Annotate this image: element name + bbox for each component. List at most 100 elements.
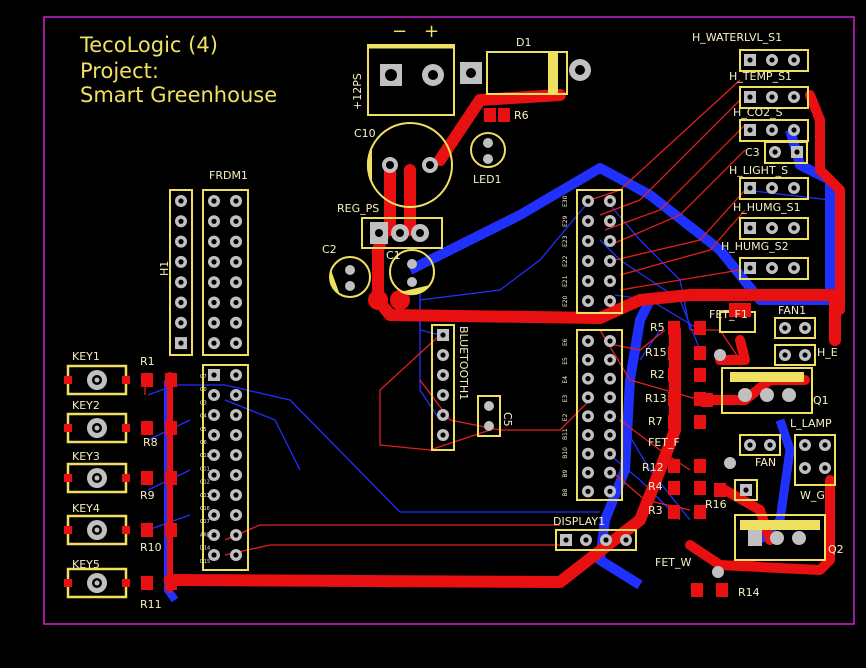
- key-resistor: [165, 421, 177, 435]
- key-pad: [64, 474, 72, 482]
- label-fan1: FAN1: [778, 304, 807, 317]
- fet-resistor-pad: [668, 368, 680, 382]
- label-q2: Q2: [828, 543, 844, 556]
- key-pad: [122, 376, 130, 384]
- frdm-pin-label: C11: [200, 466, 210, 472]
- b-pin-label: B9: [562, 469, 569, 477]
- label-r10: R10: [140, 541, 162, 554]
- fet-resistor-pad: [668, 321, 680, 335]
- label-h-temp-s1: H_TEMP_S1: [729, 70, 793, 83]
- label-r6: R6: [514, 109, 529, 122]
- silkscreen-outline: [202, 189, 249, 356]
- fet-resistor-pad: [694, 415, 706, 429]
- key-pad: [122, 579, 130, 587]
- capacitor-c5: [477, 395, 501, 437]
- fet-resistor-pad: [668, 392, 680, 406]
- frdm-pin-label: C3: [200, 400, 207, 406]
- e-pin-label: E29: [562, 215, 569, 227]
- key-pad: [64, 424, 72, 432]
- fet-resistor-pad: [668, 481, 680, 495]
- key-switches: [64, 364, 177, 599]
- key-resistor: [165, 523, 177, 537]
- key-resistor: [141, 576, 153, 590]
- frdm-pin-label: C7: [200, 374, 207, 380]
- label-c5: C5: [501, 412, 514, 427]
- e-pin-label: E22: [562, 255, 569, 267]
- b-pin-label: E5: [562, 357, 569, 365]
- e-pin-label: E20: [562, 295, 569, 307]
- label-fan: FAN: [755, 456, 777, 469]
- b-pin-label: B10: [562, 447, 569, 459]
- label-12ps: +12PS: [351, 73, 364, 110]
- key-pad: [122, 526, 130, 534]
- bluetooth1-header: [431, 324, 455, 451]
- resistor-r6: [484, 108, 510, 122]
- key-pad: [64, 579, 72, 587]
- label-w-g: W_G: [800, 489, 825, 502]
- e-pin-label: E21: [562, 275, 569, 287]
- key-resistor: [141, 471, 153, 485]
- label-r1: R1: [140, 355, 155, 368]
- fet-resistor-pad: [668, 415, 680, 429]
- label-r7: R7: [648, 415, 663, 428]
- capacitor-c2: [329, 256, 371, 298]
- label-h-humg-s2: H_HUMG_S2: [721, 240, 789, 253]
- label-r8: R8: [143, 436, 158, 449]
- label-r13: R13: [645, 392, 667, 405]
- label-fet-f1: FET_F1: [709, 308, 748, 321]
- capacitor-c1: [389, 249, 435, 296]
- fet-resistor-pad: [668, 346, 680, 360]
- silkscreen-outline: [739, 257, 809, 280]
- frdm-pin-label: D15: [200, 559, 210, 565]
- label-h-e: H_E: [817, 346, 838, 359]
- power-pads: [368, 290, 410, 310]
- label-r3: R3: [648, 504, 663, 517]
- b-pin-label: E2: [562, 413, 569, 421]
- fet-resistor-pad: [714, 483, 726, 497]
- silkscreen-outline: [576, 329, 623, 501]
- silkscreen-outline: [739, 177, 809, 200]
- label-r15: R15: [645, 346, 667, 359]
- key-resistor: [141, 523, 153, 537]
- frdm-pin-label: C16: [200, 506, 210, 512]
- fet-resistor-pad: [694, 481, 706, 495]
- label-r11: R11: [140, 598, 162, 611]
- label-d1: D1: [516, 36, 532, 49]
- display1-header: [555, 529, 637, 551]
- frdm-pin-label: C17: [200, 519, 210, 525]
- silkscreen-outline: [202, 364, 249, 571]
- board-outline: [43, 16, 855, 625]
- power-traces: [164, 89, 845, 593]
- silkscreen-outline: [431, 324, 455, 451]
- frdm-pin-label: C6: [200, 440, 207, 446]
- power-connector-12ps: [367, 44, 455, 116]
- fet-resistor-pad: [668, 505, 680, 519]
- label-c2: C2: [322, 243, 337, 256]
- label-h-co2-s: H_CO2_S: [733, 106, 783, 119]
- e-pin-label: E23: [562, 235, 569, 247]
- label-fet-f: FET_F: [648, 436, 680, 449]
- label-r12: R12: [642, 461, 664, 474]
- fet-resistors: [668, 303, 751, 597]
- silkscreen-outline: [739, 49, 809, 72]
- fet-resistor-pad: [694, 346, 706, 360]
- label-reg-ps: REG_PS: [337, 202, 380, 215]
- fet-resistor-pad: [668, 459, 680, 473]
- frdm-pin-label: C0: [200, 387, 207, 393]
- fet-resistor-pad: [694, 505, 706, 519]
- key-pad: [122, 424, 130, 432]
- fet-resistor-pad: [694, 368, 706, 382]
- fet-resistor-pad: [739, 303, 751, 317]
- frdm-pin-label: AREF: [200, 532, 213, 538]
- fet-resistor-pad: [716, 583, 728, 597]
- label-c10: C10: [354, 127, 376, 140]
- key-pad: [64, 526, 72, 534]
- label-led1: LED1: [473, 173, 502, 186]
- label-r9: R9: [140, 489, 155, 502]
- label-h-light-s: H_LIGHT_S: [729, 164, 789, 177]
- fet-resistor-pad: [694, 321, 706, 335]
- board-title: TecoLogic (4): [80, 33, 218, 57]
